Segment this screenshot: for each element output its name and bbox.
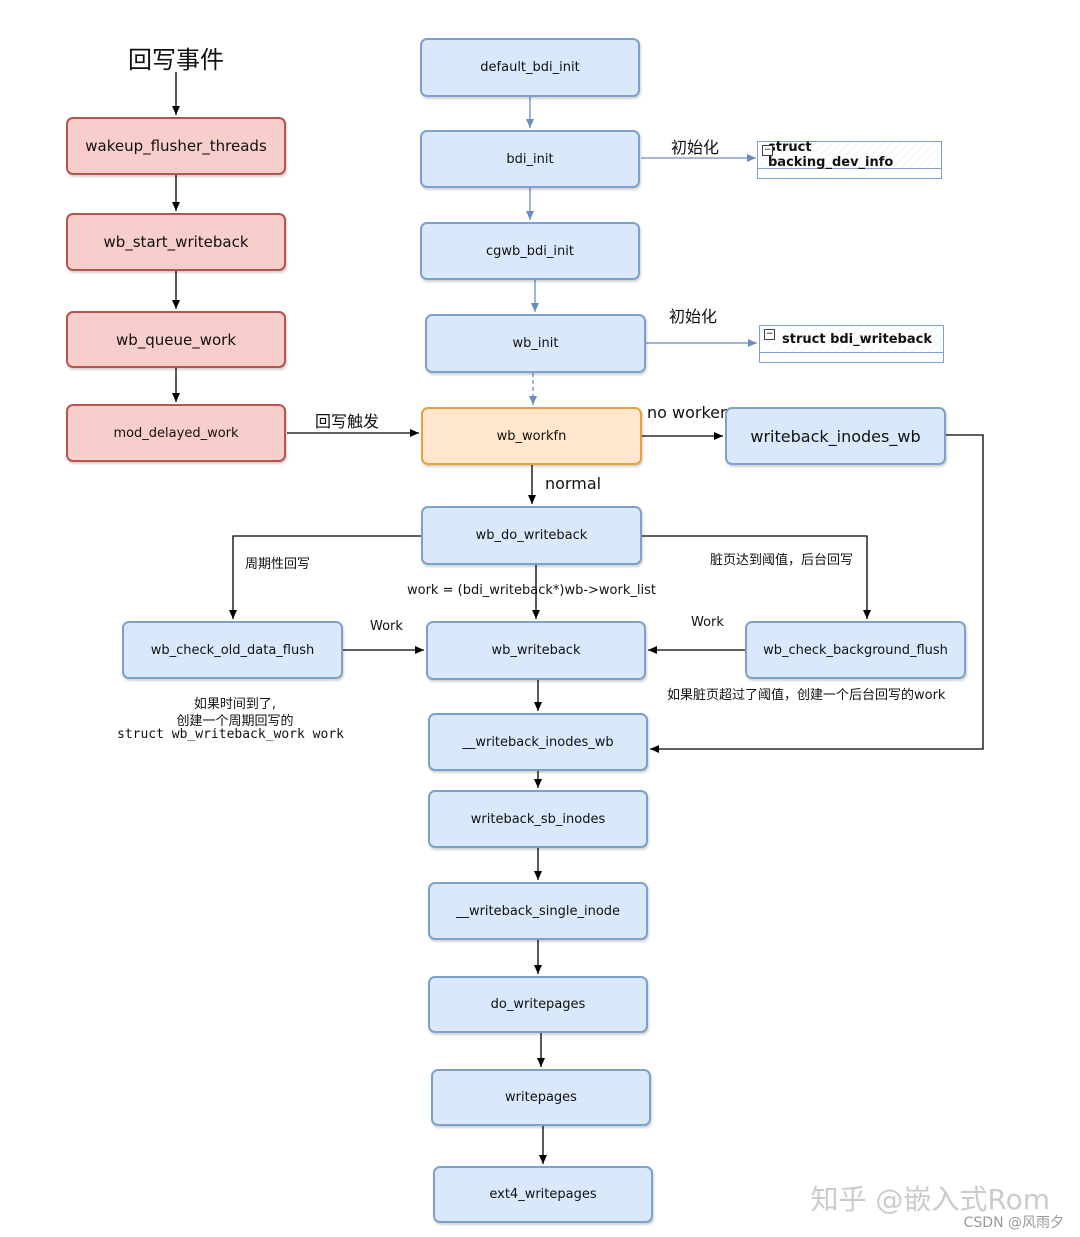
label-threshold-writeback: 脏页达到阈值，后台回写 [710, 553, 854, 568]
collapse-icon: − [764, 329, 775, 340]
node-default-bdi-init: default_bdi_init [420, 38, 640, 97]
node-wb-writeback: wb_writeback [426, 621, 646, 680]
label-writeback-trigger: 回写触发 [315, 412, 380, 431]
struct-bdi-writeback: − struct bdi_writeback [759, 325, 944, 363]
node-cgwb-bdi-init: cgwb_bdi_init [420, 222, 640, 280]
node-writeback-sb-inodes: writeback_sb_inodes [428, 790, 648, 848]
label-no-worker: no worker [647, 403, 727, 422]
struct-backing-dev-info: − struct backing_dev_info [757, 140, 942, 179]
label-work-left: Work [370, 619, 403, 634]
node-do-writepages: do_writepages [428, 976, 648, 1033]
note-background-work: 如果脏页超过了阈值，创建一个后台回写的work [667, 688, 946, 703]
label-work-list: work = (bdi_writeback*)wb->work_list [407, 583, 656, 598]
node-writeback-inodes-wb: writeback_inodes_wb [725, 407, 946, 465]
edge-dowb-bg [642, 535, 871, 619]
node-mod-delayed-work: mod_delayed_work [66, 404, 286, 462]
label-periodic-writeback: 周期性回写 [245, 557, 311, 572]
label-normal: normal [545, 474, 602, 493]
node-wb-check-old-data-flush: wb_check_old_data_flush [122, 621, 343, 679]
node-wb-do-writeback: wb_do_writeback [421, 506, 642, 565]
note-periodic-line2: 创建一个周期回写的 [176, 714, 294, 729]
struct-backing-dev-info-label: struct backing_dev_info [758, 140, 941, 170]
node-ext4-writepages: ext4_writepages [433, 1166, 653, 1223]
watermark-zhihu: 知乎 @嵌入式Rom [810, 1183, 1050, 1216]
label-init-bdi-writeback: 初始化 [669, 307, 718, 326]
node-wb-queue-work: wb_queue_work [66, 311, 286, 368]
node-writeback-inodes-wb-internal: __writeback_inodes_wb [428, 713, 648, 771]
collapse-icon: − [762, 145, 773, 156]
node-wb-workfn: wb_workfn [421, 407, 642, 465]
watermark-csdn: CSDN @风雨夕 [963, 1215, 1064, 1231]
edge-dowb-old [229, 535, 421, 619]
note-periodic-line3: struct wb_writeback_work work [117, 727, 344, 742]
label-init-backing-dev-info: 初始化 [671, 138, 720, 157]
note-periodic-line1: 如果时间到了, [193, 697, 277, 712]
node-writeback-single-inode: __writeback_single_inode [428, 882, 648, 940]
node-wb-check-background-flush: wb_check_background_flush [745, 621, 966, 679]
struct-bdi-writeback-label: struct bdi_writeback [760, 326, 943, 353]
node-bdi-init: bdi_init [420, 130, 640, 188]
node-wakeup-flusher-threads: wakeup_flusher_threads [66, 117, 286, 175]
diagram-title: 回写事件 [128, 46, 224, 74]
node-wb-init: wb_init [425, 314, 646, 373]
node-wb-start-writeback: wb_start_writeback [66, 213, 286, 271]
node-writepages: writepages [431, 1069, 651, 1126]
label-work-right: Work [691, 615, 724, 630]
edge-inodeswb-loop [650, 434, 984, 753]
